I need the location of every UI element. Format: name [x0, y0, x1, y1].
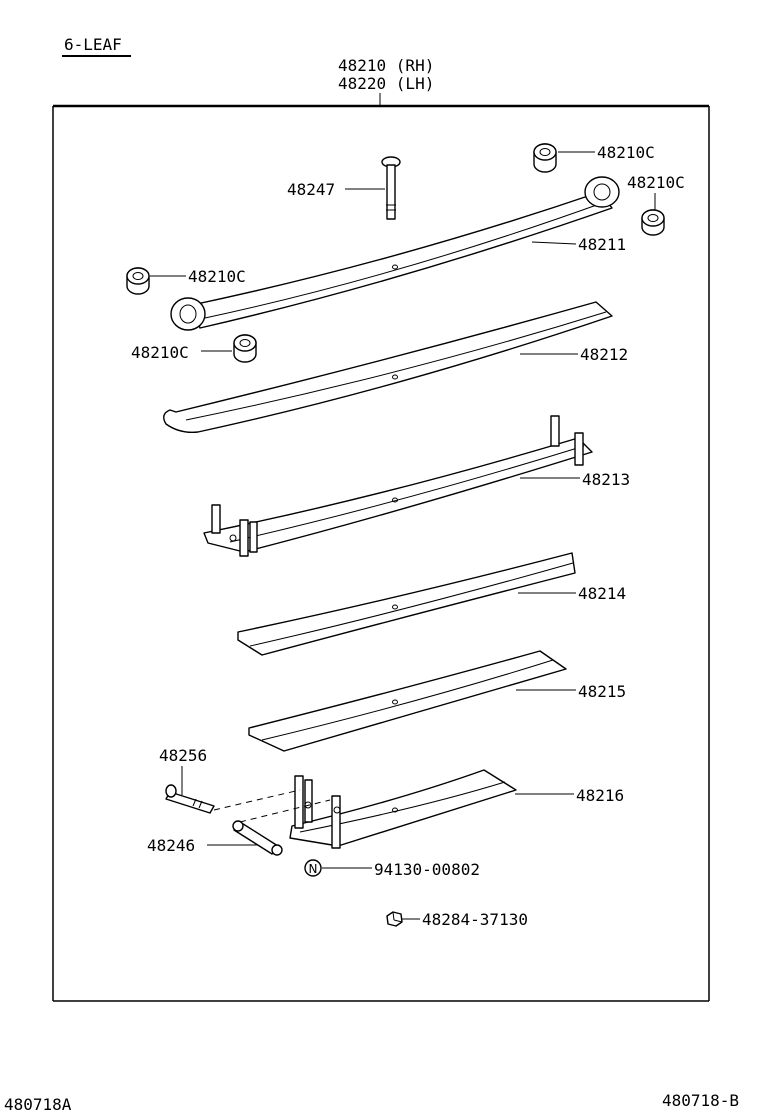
bushing-left-upper-icon — [126, 267, 150, 295]
leaf-4-label: 48214 — [578, 584, 626, 603]
leaf-48215-icon — [248, 650, 567, 752]
main-leaf-48211-icon — [170, 176, 620, 331]
leaf-1-label: 48211 — [578, 235, 626, 254]
leaf-5-label: 48215 — [578, 682, 626, 701]
bolt-alignment-dash — [213, 789, 301, 811]
leaf-48212-icon — [163, 301, 613, 434]
diagram-frame — [52, 104, 710, 1002]
footer-left-code: 480718A — [4, 1095, 72, 1112]
leaf-48216-icon — [289, 769, 517, 849]
bushing-left-upper-label: 48210C — [188, 267, 246, 286]
leaf-48213-icon — [203, 415, 593, 557]
leaf-6-label: 48216 — [576, 786, 624, 805]
footer-right-code: 480718-B — [662, 1091, 739, 1110]
leaf-48214-icon — [237, 552, 576, 656]
leaf-2-label: 48212 — [580, 345, 628, 364]
bushing-top-right-label: 48210C — [597, 143, 655, 162]
bolt-label: 48256 — [159, 746, 207, 765]
nut-n-label: 94130-00802 — [374, 860, 480, 879]
bolt-icon — [165, 784, 215, 814]
variant-label: 6-LEAF — [64, 35, 122, 54]
spacer-label: 48246 — [147, 836, 195, 855]
spacer-alignment-dash — [239, 799, 331, 823]
n-marker-icon: N — [304, 859, 322, 877]
bushing-right-label: 48210C — [627, 173, 685, 192]
hex-nut-icon — [386, 911, 403, 927]
leaf-3-label: 48213 — [582, 470, 630, 489]
assembly-rh-label: 48210 (RH) — [338, 56, 434, 75]
spacer-sleeve-icon — [232, 820, 283, 856]
bushing-left-lower-icon — [233, 334, 257, 363]
leaf-1-leader — [531, 241, 577, 245]
bushing-left-lower-label: 48210C — [131, 343, 189, 362]
bushing-top-right-icon — [533, 143, 557, 173]
assembly-lh-label: 48220 (LH) — [338, 74, 434, 93]
pin-label: 48247 — [287, 180, 335, 199]
bushing-right-icon — [641, 209, 665, 236]
center-pin-icon — [381, 156, 401, 220]
nut-label: 48284-37130 — [422, 910, 528, 929]
svg-text:N: N — [309, 862, 318, 876]
